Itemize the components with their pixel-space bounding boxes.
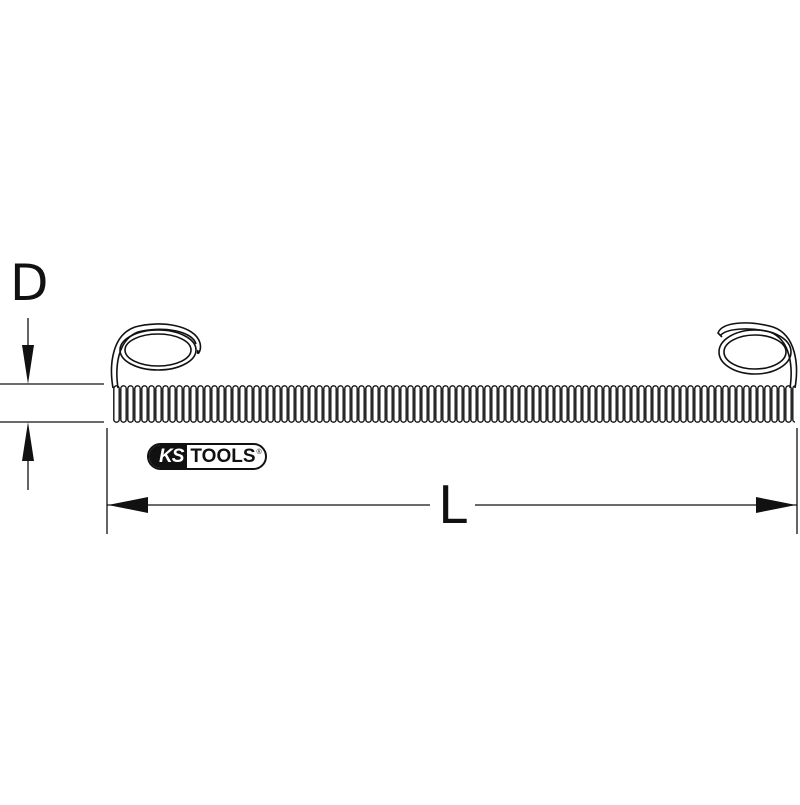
- l-arrow-right-icon: [756, 497, 796, 513]
- d-arrow-up-icon: [22, 422, 34, 490]
- registered-mark-icon: ®: [256, 449, 262, 456]
- d-arrow-down-icon: [22, 318, 34, 384]
- length-label: L: [430, 480, 475, 532]
- l-arrow-left-icon: [108, 497, 148, 513]
- spring-coils: [113, 385, 795, 423]
- logo-tools-text: TOOLS: [190, 445, 256, 467]
- ks-tools-logo: KS TOOLS ®: [147, 443, 267, 470]
- logo-ks-text: KS: [149, 445, 188, 468]
- right-hook-loop: [717, 322, 798, 389]
- left-hook-loop: [110, 323, 202, 389]
- diameter-label: D: [10, 254, 49, 312]
